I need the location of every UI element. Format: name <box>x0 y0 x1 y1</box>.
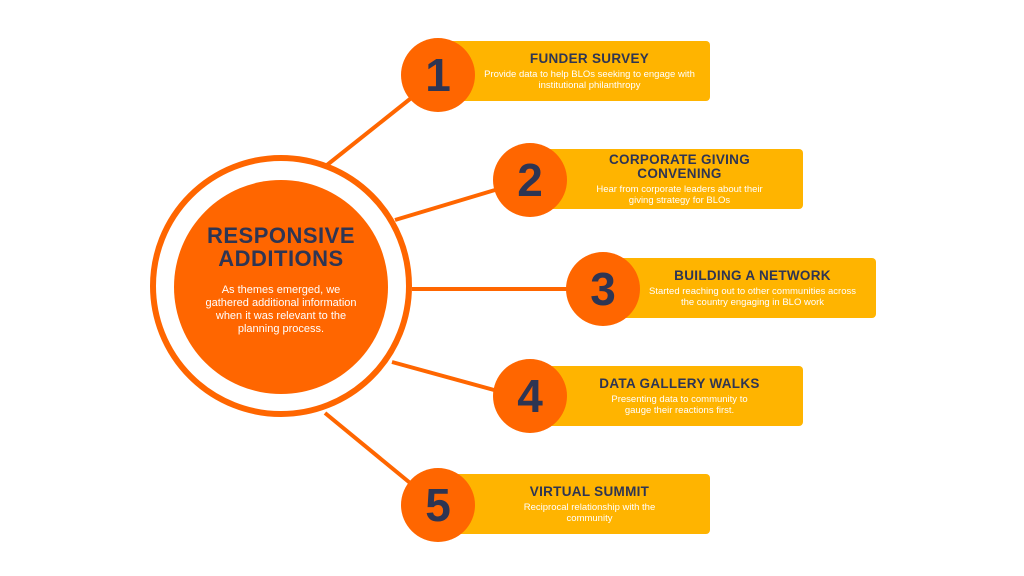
connector-line-5 <box>323 411 417 489</box>
hub-circle: RESPONSIVE ADDITIONS As themes emerged, … <box>174 180 388 394</box>
item-description: Presenting data to community to gauge th… <box>611 393 748 416</box>
item-title: DATA GALLERY WALKS <box>599 375 760 391</box>
item-description: Reciprocal relationship with the communi… <box>523 501 656 524</box>
item-title: FUNDER SURVEY <box>529 50 650 66</box>
item-title: VIRTUAL SUMMIT <box>529 483 650 499</box>
item-description: Started reaching out to other communitie… <box>649 285 856 308</box>
item-number-badge-4: 4 <box>493 359 567 433</box>
hub-title: RESPONSIVE ADDITIONS <box>207 224 355 270</box>
item-description: Hear from corporate leaders about their … <box>596 183 763 206</box>
item-card-4: DATA GALLERY WALKS Presenting data to co… <box>532 366 803 426</box>
item-title: BUILDING A NETWORK <box>674 267 831 283</box>
item-card-2: CORPORATE GIVING CONVENING Hear from cor… <box>532 149 803 209</box>
item-number-badge-2: 2 <box>493 143 567 217</box>
hub-description: As themes emerged, we gathered additiona… <box>205 284 357 335</box>
item-card-1: FUNDER SURVEY Provide data to help BLOs … <box>445 41 710 101</box>
item-number-badge-3: 3 <box>566 252 640 326</box>
connector-line-2 <box>394 185 506 222</box>
connector-line-1 <box>325 93 417 167</box>
item-number-badge-1: 1 <box>401 38 475 112</box>
item-card-5: VIRTUAL SUMMIT Reciprocal relationship w… <box>445 474 710 534</box>
item-number-badge-5: 5 <box>401 468 475 542</box>
hub-title-line1: RESPONSIVE <box>206 223 356 248</box>
connector-line-4 <box>391 360 506 395</box>
hub-title-line2: ADDITIONS <box>218 246 344 271</box>
item-title: CORPORATE GIVING CONVENING <box>608 151 751 181</box>
item-card-3: BUILDING A NETWORK Started reaching out … <box>605 258 876 318</box>
item-description: Provide data to help BLOs seeking to eng… <box>484 68 695 91</box>
